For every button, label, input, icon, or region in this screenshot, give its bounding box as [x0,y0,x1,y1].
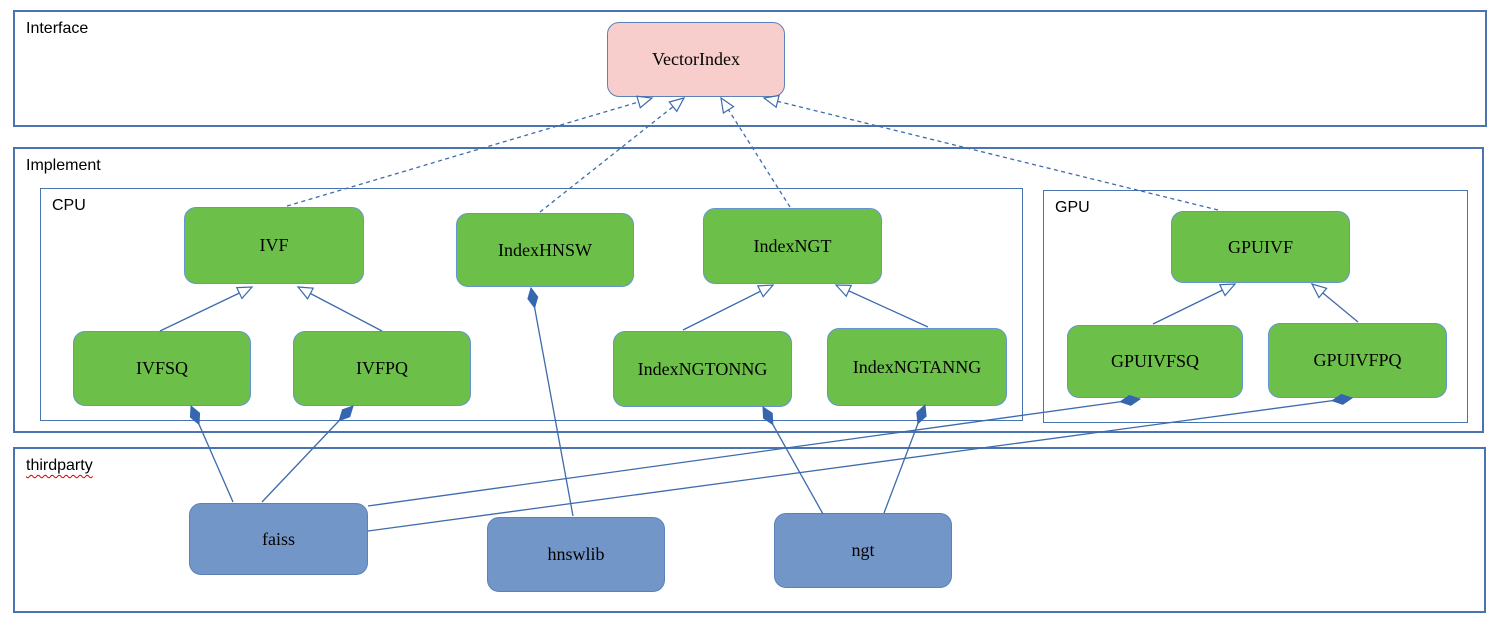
container-implement-label: Implement [26,157,101,174]
container-interface-label: Interface [26,20,89,37]
node-gpuivf[interactable]: GPUIVF [1171,211,1350,283]
node-indexngt[interactable]: IndexNGT [703,208,882,284]
node-indexngtonng[interactable]: IndexNGTONNG [613,331,792,407]
node-gpuivfpq[interactable]: GPUIVFPQ [1268,323,1447,398]
node-ivf[interactable]: IVF [184,207,364,284]
container-thirdparty-label: thirdparty [26,457,93,474]
node-ngt[interactable]: ngt [774,513,952,588]
node-ivfsq[interactable]: IVFSQ [73,331,251,406]
container-cpu-label: CPU [52,197,86,214]
node-ivfpq[interactable]: IVFPQ [293,331,471,406]
node-gpuivfsq[interactable]: GPUIVFSQ [1067,325,1243,398]
node-indexngtanng[interactable]: IndexNGTANNG [827,328,1007,406]
node-vectorindex[interactable]: VectorIndex [607,22,785,97]
node-hnswlib[interactable]: hnswlib [487,517,665,592]
node-indexhnsw[interactable]: IndexHNSW [456,213,634,287]
node-faiss[interactable]: faiss [189,503,368,575]
container-gpu-label: GPU [1055,199,1090,216]
